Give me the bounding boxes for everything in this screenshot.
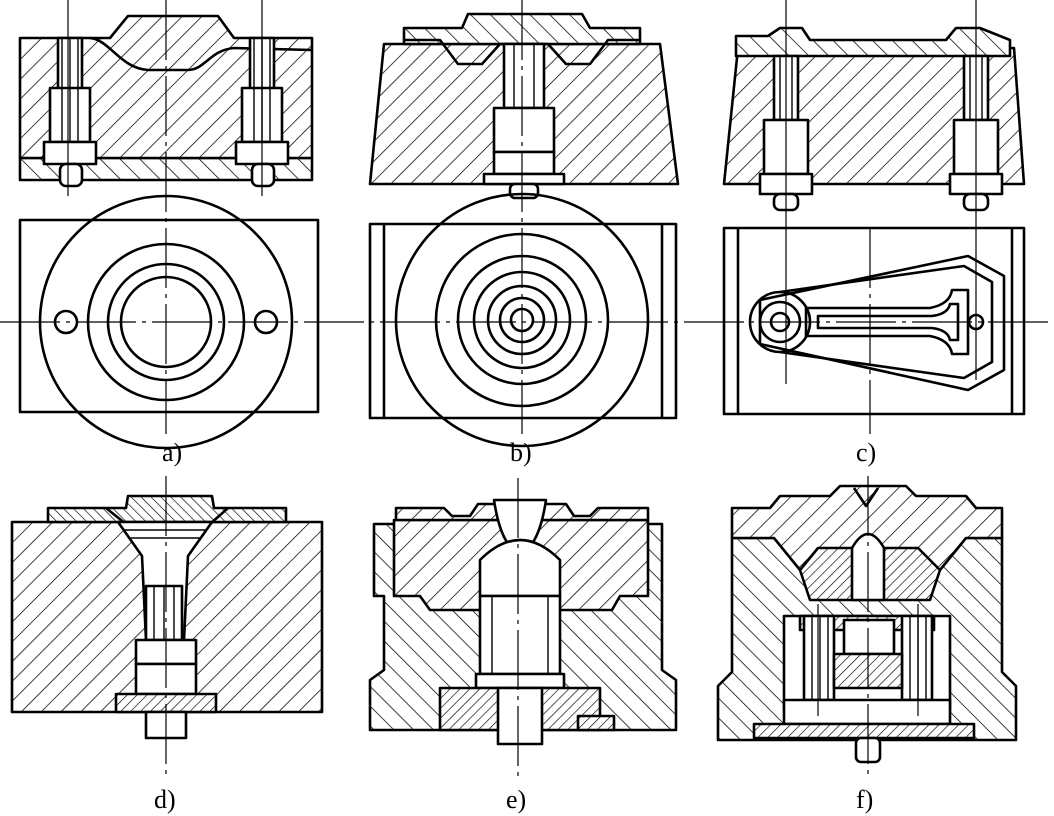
panel-a: a) (18, 0, 320, 467)
panel-e-label: e) (506, 785, 526, 814)
panel-c-label: c) (856, 438, 876, 467)
panel-a-label: a) (162, 438, 182, 467)
panel-c: c) (722, 0, 1026, 467)
panel-d: d) (10, 476, 324, 814)
panel-d-label: d) (154, 785, 176, 814)
panel-f: f) (716, 476, 1018, 814)
panel-f-label: f) (856, 785, 873, 814)
panel-e-section (368, 498, 678, 746)
panel-b-label: b) (510, 438, 532, 467)
panel-b-section (368, 12, 680, 200)
panel-c-section (722, 26, 1026, 212)
panel-b-plan-view (368, 192, 678, 448)
panel-d-section (10, 494, 324, 740)
panel-e: e) (368, 478, 678, 814)
panel-b: b) (368, 0, 680, 467)
panel-f-section (716, 484, 1018, 764)
panel-c-plan-view (722, 226, 1026, 416)
